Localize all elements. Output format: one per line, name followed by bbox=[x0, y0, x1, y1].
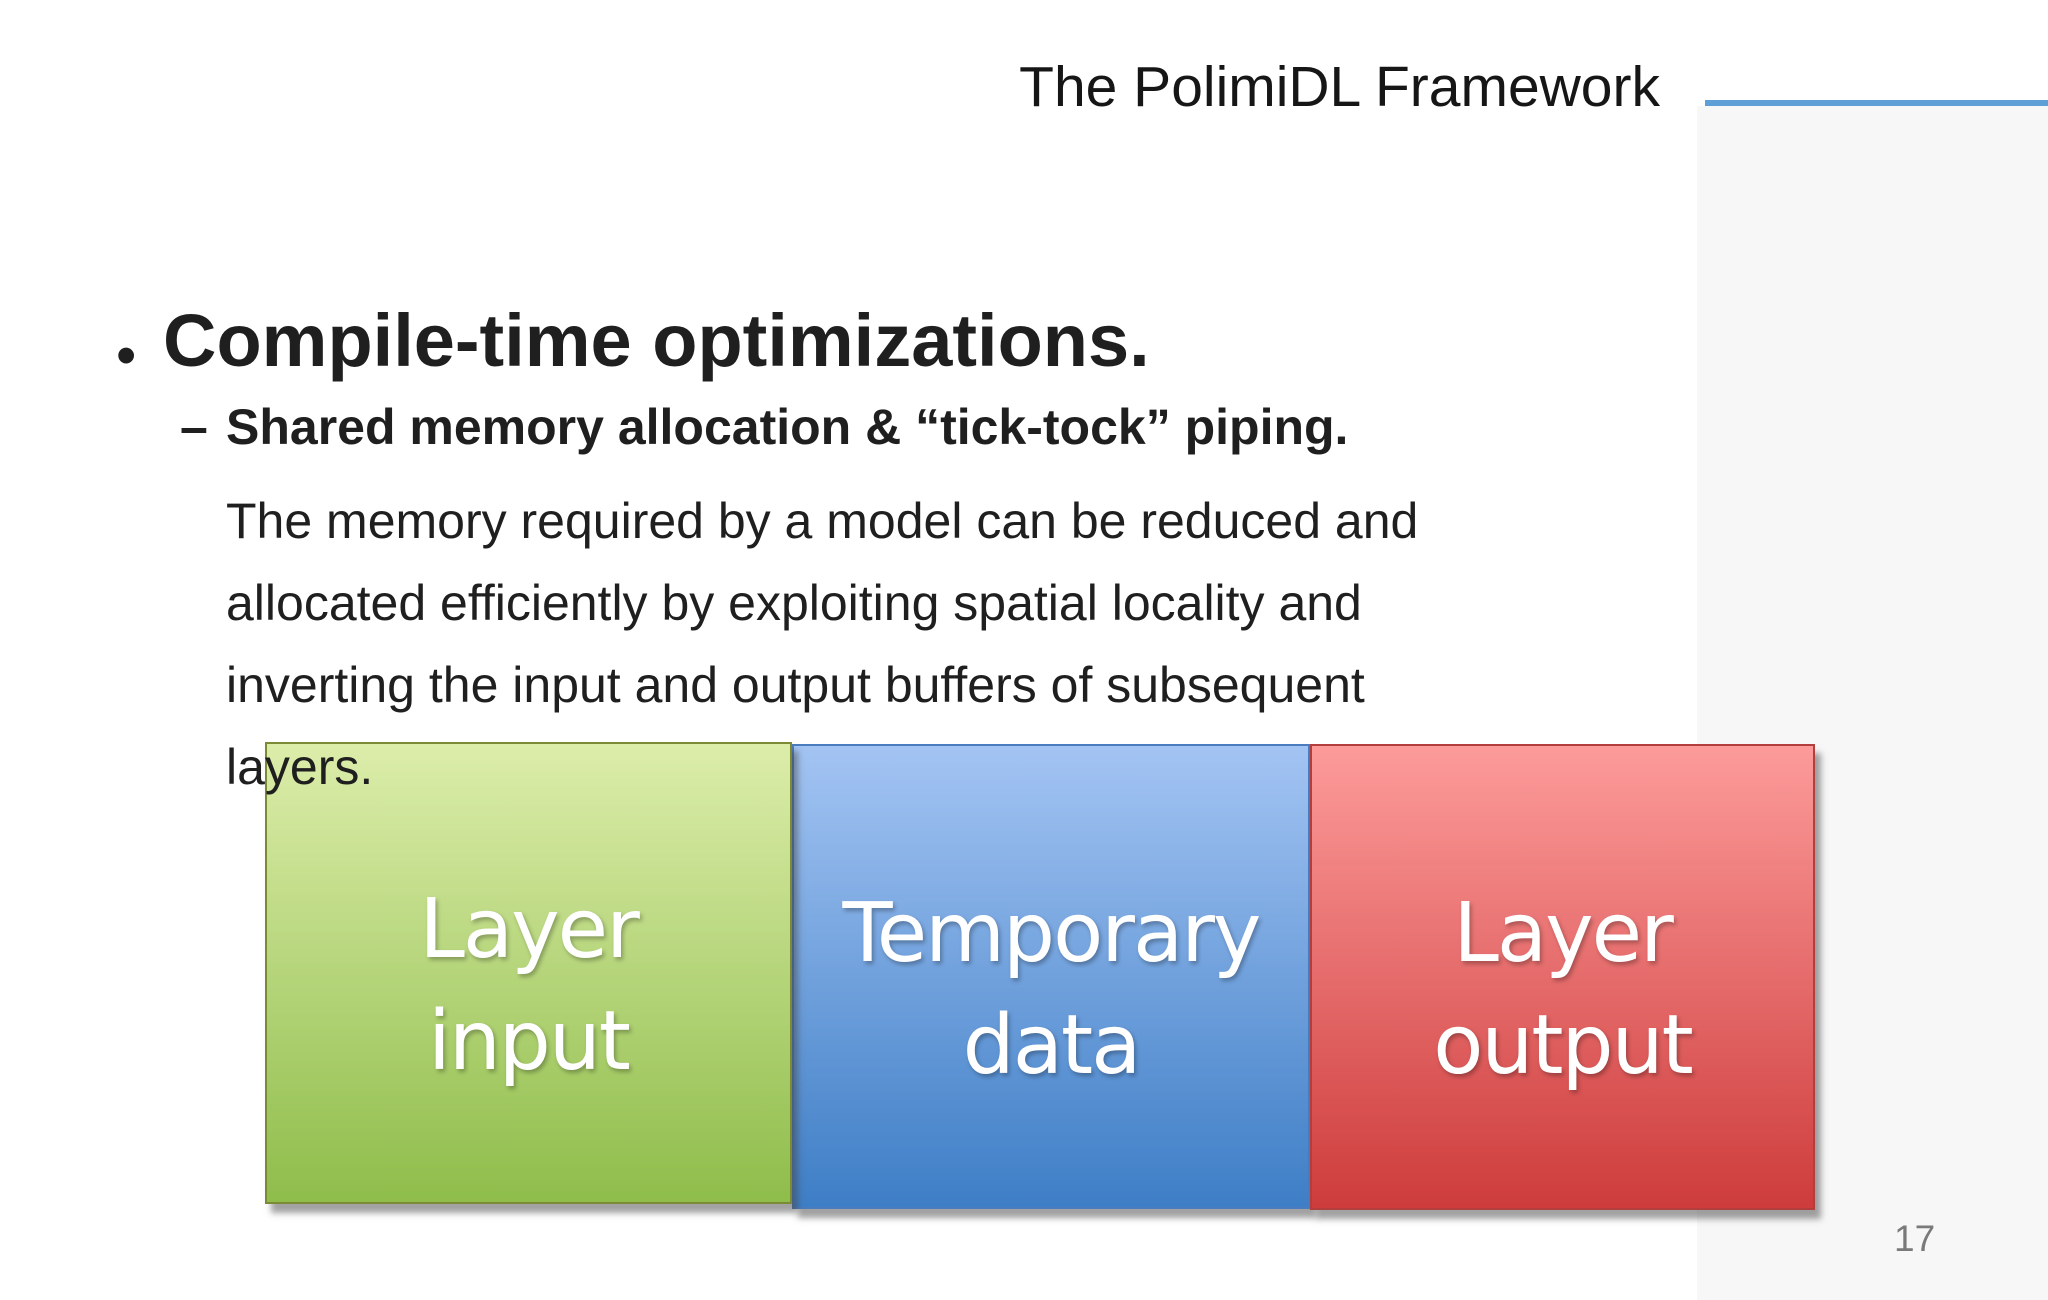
sub-bullet-dash: – bbox=[180, 399, 208, 455]
box-temporary-data-label: Temporary data bbox=[842, 885, 1262, 1093]
page-number: 17 bbox=[1894, 1218, 1936, 1259]
sub-heading: Shared memory allocation & “tick-tock” p… bbox=[226, 399, 1349, 455]
slide-title: The PolimiDL Framework bbox=[1019, 55, 1660, 119]
main-heading: Compile-time optimizations. bbox=[163, 299, 1150, 382]
box-layer-input: Layer input bbox=[265, 742, 792, 1204]
bullet-marker: • bbox=[116, 323, 137, 388]
box-layer-output: Layer output bbox=[1310, 744, 1815, 1210]
body-text: The memory required by a model can be re… bbox=[226, 493, 1419, 795]
box-layer-output-label: Layer output bbox=[1433, 886, 1693, 1093]
box-layer-input-label: Layer input bbox=[419, 882, 640, 1089]
title-accent-line bbox=[1705, 100, 2048, 106]
box-temporary-data: Temporary data bbox=[792, 744, 1310, 1209]
